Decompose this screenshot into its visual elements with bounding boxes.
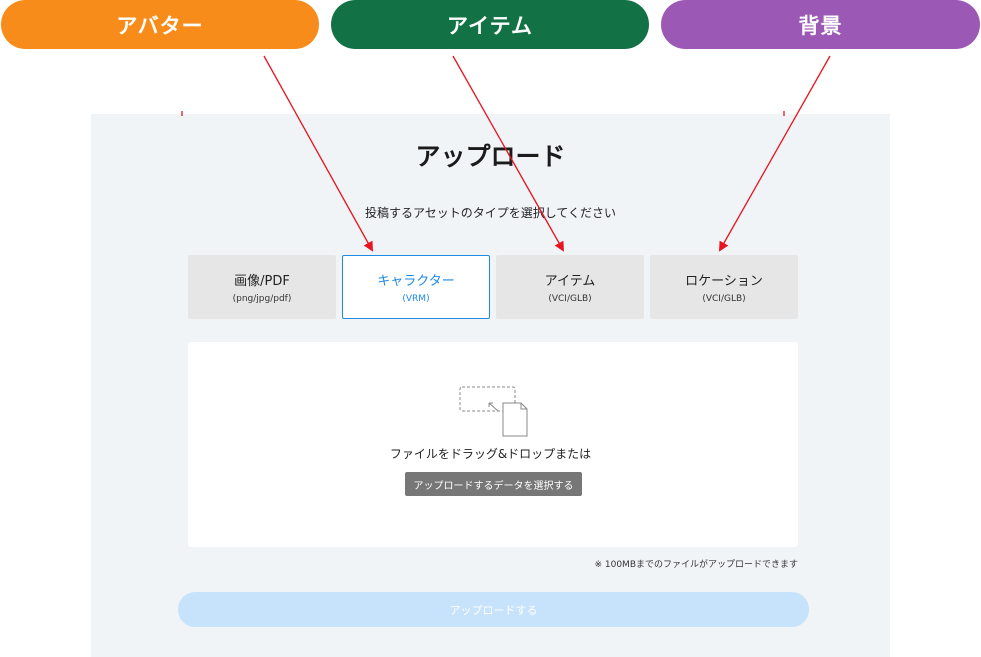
dropzone-text: ファイルをドラッグ&ドロップまたは <box>389 447 592 461</box>
file-dropzone[interactable] <box>188 342 798 547</box>
asset-type-label: 画像/PDF <box>234 274 290 289</box>
asset-type-character[interactable]: キャラクター (VRM) <box>342 255 490 319</box>
asset-type-image-pdf[interactable]: 画像/PDF (png/jpg/pdf) <box>188 255 336 319</box>
asset-type-item[interactable]: アイテム (VCI/GLB) <box>496 255 644 319</box>
callout-avatar-label: アバター <box>116 13 204 38</box>
callout-background: 背景 <box>661 0 980 49</box>
upload-button[interactable]: アップロードする <box>178 592 809 627</box>
asset-type-location[interactable]: ロケーション (VCI/GLB) <box>650 255 798 319</box>
callout-avatar: アバター <box>1 0 319 49</box>
select-file-button[interactable]: アップロードするデータを選択する <box>405 472 582 496</box>
asset-type-formats: (VCI/GLB) <box>548 294 592 304</box>
file-drop-icon <box>459 386 528 437</box>
page-title: アップロード <box>415 142 566 171</box>
asset-type-label: キャラクター <box>377 274 455 289</box>
asset-type-formats: (VRM) <box>402 294 430 304</box>
callout-item: アイテム <box>331 0 649 49</box>
asset-type-formats: (png/jpg/pdf) <box>232 294 292 304</box>
asset-type-label: アイテム <box>544 274 596 289</box>
callout-background-label: 背景 <box>798 13 843 38</box>
file-size-note: ※ 100MBまでのファイルがアップロードできます <box>594 560 798 570</box>
asset-type-label: ロケーション <box>685 274 763 289</box>
asset-type-formats: (VCI/GLB) <box>702 294 746 304</box>
page-subtitle: 投稿するアセットのタイプを選択してください <box>364 206 617 220</box>
callout-item-label: アイテム <box>447 13 533 38</box>
